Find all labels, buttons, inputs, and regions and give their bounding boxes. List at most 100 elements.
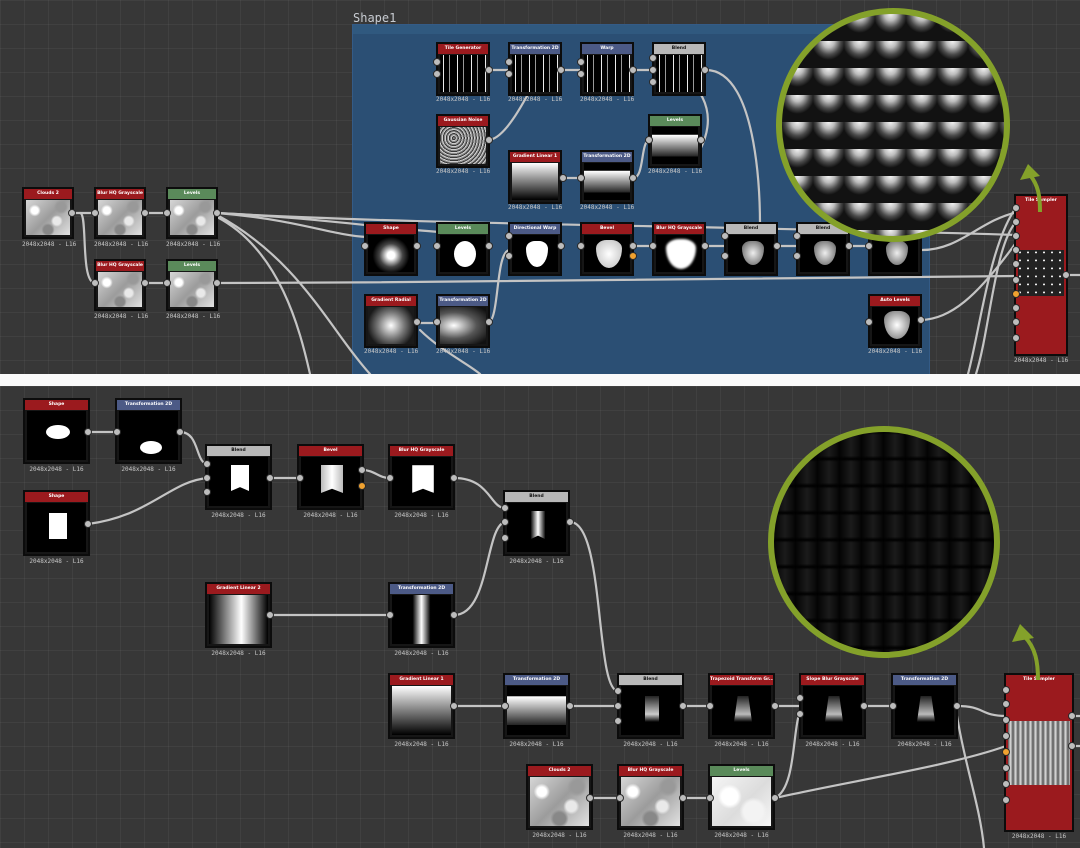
connector-port[interactable]: [485, 242, 493, 250]
connector-port[interactable]: [706, 702, 714, 710]
bottom-graph-canvas[interactable]: Shape 2048x2048 - L16 Transformation 2D …: [0, 386, 1080, 848]
connector-port[interactable]: [679, 702, 687, 710]
connector-port[interactable]: [266, 611, 274, 619]
connector-port[interactable]: [1012, 218, 1020, 226]
connector-port[interactable]: [91, 279, 99, 287]
node-warp[interactable]: Warp: [580, 42, 634, 96]
connector-port[interactable]: [505, 58, 513, 66]
connector-port[interactable]: [358, 466, 366, 474]
node-transformation-2d[interactable]: Transformation 2D: [508, 42, 562, 96]
connector-port[interactable]: [557, 66, 565, 74]
node-gradient-linear-1[interactable]: Gradient Linear 1: [508, 150, 562, 204]
node-tile-generator[interactable]: Tile Generator: [436, 42, 490, 96]
connector-port[interactable]: [771, 794, 779, 802]
connector-port[interactable]: [649, 242, 657, 250]
connector-port[interactable]: [213, 279, 221, 287]
connector-port[interactable]: [586, 794, 594, 802]
node-transformation-ellipse[interactable]: Transformation 2D: [115, 398, 182, 464]
connector-port[interactable]: [1002, 716, 1010, 724]
connector-port[interactable]: [176, 428, 184, 436]
connector-port[interactable]: [1012, 246, 1020, 254]
connector-port[interactable]: [566, 518, 574, 526]
connector-port[interactable]: [413, 318, 421, 326]
connector-port[interactable]: [629, 242, 637, 250]
connector-port[interactable]: [614, 717, 622, 725]
connector-port[interactable]: [1068, 712, 1076, 720]
node-clouds-2[interactable]: Clouds 2: [526, 764, 593, 830]
node-blur-hq-frame[interactable]: Blur HQ Grayscale: [652, 222, 706, 276]
node-levels-shape[interactable]: Levels: [436, 222, 490, 276]
connector-port[interactable]: [1002, 780, 1010, 788]
connector-port[interactable]: [91, 209, 99, 217]
output-port-orange[interactable]: [1002, 748, 1010, 756]
connector-port[interactable]: [845, 242, 853, 250]
connector-port[interactable]: [386, 474, 394, 482]
connector-port[interactable]: [68, 209, 76, 217]
connector-port[interactable]: [559, 174, 567, 182]
connector-port[interactable]: [213, 209, 221, 217]
node-transformation-grad[interactable]: Transformation 2D: [503, 673, 570, 739]
connector-port[interactable]: [793, 252, 801, 260]
connector-port[interactable]: [1012, 304, 1020, 312]
connector-port[interactable]: [450, 611, 458, 619]
connector-port[interactable]: [501, 534, 509, 542]
connector-port[interactable]: [1012, 204, 1020, 212]
connector-port[interactable]: [505, 70, 513, 78]
connector-port[interactable]: [1002, 700, 1010, 708]
node-directional-warp[interactable]: Directional Warp: [508, 222, 562, 276]
connector-port[interactable]: [433, 70, 441, 78]
connector-port[interactable]: [721, 252, 729, 260]
connector-port[interactable]: [793, 232, 801, 240]
node-blend-2[interactable]: Blend: [503, 490, 570, 556]
connector-port[interactable]: [1012, 334, 1020, 342]
node-transformation-2d-mid[interactable]: Transformation 2D: [580, 150, 634, 204]
node-levels-2[interactable]: Levels: [166, 259, 218, 311]
connector-port[interactable]: [697, 136, 705, 144]
connector-port[interactable]: [141, 209, 149, 217]
connector-port[interactable]: [796, 710, 804, 718]
connector-port[interactable]: [577, 242, 585, 250]
connector-port[interactable]: [505, 232, 513, 240]
node-blur-hq-clouds[interactable]: Blur HQ Grayscale: [617, 764, 684, 830]
connector-port[interactable]: [649, 66, 657, 74]
connector-port[interactable]: [865, 318, 873, 326]
connector-port[interactable]: [296, 474, 304, 482]
connector-port[interactable]: [1012, 260, 1020, 268]
connector-port[interactable]: [701, 242, 709, 250]
node-transformation-end[interactable]: Transformation 2D: [891, 673, 958, 739]
connector-port[interactable]: [577, 174, 585, 182]
output-port-orange[interactable]: [629, 252, 637, 260]
connector-port[interactable]: [577, 70, 585, 78]
output-port-orange[interactable]: [358, 482, 366, 490]
output-port-orange[interactable]: [1012, 290, 1020, 298]
node-auto-levels[interactable]: Auto Levels: [868, 294, 922, 348]
connector-port[interactable]: [557, 242, 565, 250]
connector-port[interactable]: [163, 209, 171, 217]
connector-port[interactable]: [614, 702, 622, 710]
node-clouds-2[interactable]: Clouds 2: [22, 187, 74, 239]
node-shape-rect[interactable]: Shape: [23, 490, 90, 556]
connector-port[interactable]: [865, 242, 873, 250]
connector-port[interactable]: [1012, 232, 1020, 240]
node-levels[interactable]: Levels: [166, 187, 218, 239]
connector-port[interactable]: [203, 460, 211, 468]
node-tile-sampler[interactable]: Tile Sampler: [1004, 673, 1074, 832]
connector-port[interactable]: [1002, 796, 1010, 804]
node-shape-ellipse[interactable]: Shape: [23, 398, 90, 464]
connector-port[interactable]: [1002, 686, 1010, 694]
node-blend-a[interactable]: Blend: [724, 222, 778, 276]
node-blur-hq-grayscale-2[interactable]: Blur HQ Grayscale: [94, 259, 146, 311]
connector-port[interactable]: [361, 242, 369, 250]
node-bevel[interactable]: Bevel: [297, 444, 364, 510]
node-trapezoid-transform[interactable]: Trapezoid Transform Gr...: [708, 673, 775, 739]
node-gaussian-noise[interactable]: Gaussian Noise: [436, 114, 490, 168]
connector-port[interactable]: [577, 58, 585, 66]
node-bevel[interactable]: Bevel: [580, 222, 634, 276]
node-levels[interactable]: Levels: [708, 764, 775, 830]
connector-port[interactable]: [413, 242, 421, 250]
connector-port[interactable]: [84, 520, 92, 528]
connector-port[interactable]: [485, 66, 493, 74]
node-blend-b[interactable]: Blend: [796, 222, 850, 276]
connector-port[interactable]: [614, 687, 622, 695]
connector-port[interactable]: [485, 318, 493, 326]
